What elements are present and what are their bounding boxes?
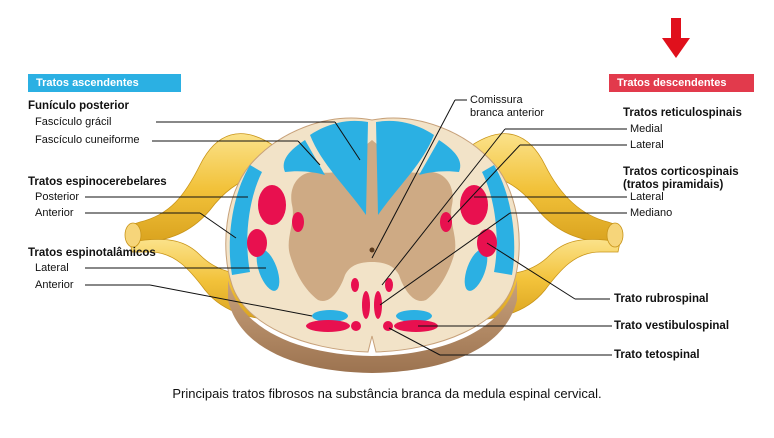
central-canal [369, 247, 375, 253]
leader-lines [85, 99, 627, 356]
fasciculus-cuneatus-right [419, 140, 461, 175]
label-vestibulospinal: Trato vestibulospinal [614, 320, 730, 332]
spinocerebellar-right [482, 165, 515, 275]
label-espinocerebelar-anterior: Anterior [35, 207, 74, 219]
label-fasciculo-gracil: Fascículo grácil [35, 116, 112, 128]
reticulospinal-medial-left [351, 278, 359, 292]
label-corticospinal-lateral: Lateral [630, 191, 664, 203]
ascending-tracts [229, 120, 515, 322]
vestibulospinal-right [394, 320, 438, 332]
label-tratos-piramidais: (tratos piramidais) [623, 179, 724, 191]
fasciculus-gracilis-right [376, 120, 434, 215]
label-reticulospinal-medial: Medial [630, 123, 663, 135]
fasciculus-cuneatus-left [283, 140, 325, 175]
label-reticulospinais: Tratos reticulospinais [623, 107, 742, 119]
spinocerebellar-left [229, 165, 262, 275]
descending-tracts-header: Tratos descendentes [609, 74, 754, 92]
tectospinal-left [351, 321, 361, 331]
corticospinal-median-left [362, 291, 370, 319]
down-arrow-icon [662, 18, 690, 58]
corticospinal-lateral-right [460, 185, 488, 225]
label-espinotalamicos: Tratos espinotalâmicos [28, 247, 156, 259]
gray-matter [288, 140, 456, 301]
cord-side [228, 280, 517, 373]
vestibulospinal-left [306, 320, 350, 332]
reticulospinal-medial-right [385, 278, 393, 292]
label-funiculo-posterior: Funículo posterior [28, 100, 129, 112]
label-tetospinal: Trato tetospinal [614, 349, 700, 361]
label-comissura: Comissura [470, 94, 523, 106]
label-espinocerebelar-posterior: Posterior [35, 191, 80, 203]
label-reticulospinal-lateral: Lateral [630, 139, 664, 151]
spinothalamic-anterior-right [396, 310, 432, 322]
spinothalamic-lateral-left [256, 249, 280, 291]
label-espinotalamico-anterior: Anterior [35, 279, 74, 291]
reticulospinal-lateral-right [440, 212, 452, 232]
label-fasciculo-cuneiforme: Fascículo cuneiforme [35, 134, 140, 146]
reticulospinal-lateral-left [292, 212, 304, 232]
spinothalamic-anterior-left [312, 310, 348, 322]
figure-caption: Principais tratos fibrosos na substância… [172, 386, 602, 401]
corticospinal-median-right [374, 291, 382, 319]
label-corticospinal-mediano: Mediano [630, 207, 673, 219]
label-corticospinais: Tratos corticospinais [623, 166, 739, 178]
fasciculus-gracilis-left [310, 120, 368, 215]
label-espinotalamico-lateral: Lateral [35, 262, 69, 274]
label-branca-anterior: branca anterior [470, 107, 544, 119]
ascending-tracts-header: Tratos ascendentes [28, 74, 181, 92]
corticospinal-lateral-left [258, 185, 286, 225]
spinothalamic-lateral-right [464, 249, 488, 291]
rubrospinal-left [247, 229, 267, 257]
label-rubrospinal: Trato rubrospinal [614, 293, 709, 305]
label-espinocerebelares: Tratos espinocerebelares [28, 176, 167, 188]
